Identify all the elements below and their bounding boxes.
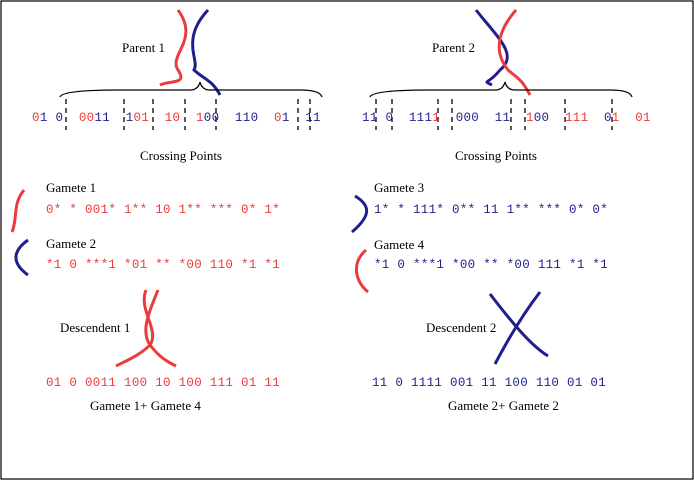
gamete-1-bits: 0* * 001* 1** 10 1** *** 0* 1* — [46, 203, 280, 217]
gamete-1-label: Gamete 1 — [46, 180, 96, 195]
parent-1-group: Parent 1 01 0 0011 101 10 100 110 01 11 — [32, 8, 323, 130]
descendent-2-blue-chromosome-2 — [493, 291, 542, 365]
parent-1-blue-chromosome — [191, 8, 222, 96]
parent-2-brace — [369, 81, 633, 98]
descendent-2-group: Descendent 2 11 0 1111 001 11 100 110 01… — [372, 291, 606, 413]
descendent-2-blue-chromosome — [488, 293, 549, 358]
gamete-2-label: Gamete 2 — [46, 236, 96, 251]
gamete-3-bits: 1* * 111* 0** 11 1** *** 0* 0* — [374, 203, 608, 217]
gamete-4-chromosome — [355, 248, 370, 294]
descendent-1-group: Descendent 1 01 0 0011 100 10 100 111 01… — [46, 289, 280, 413]
parent-2-blue-chromosome — [474, 9, 509, 87]
descendent-1-caption: Gamete 1+ Gamete 4 — [90, 398, 201, 413]
parent-1-red-chromosome — [159, 9, 188, 87]
gamete-1-chromosome — [10, 189, 26, 233]
parent-2-label: Parent 2 — [432, 40, 475, 55]
descendent-2-caption: Gamete 2+ Gamete 2 — [448, 398, 559, 413]
gamete-2-chromosome — [14, 238, 29, 277]
gamete-2-bits: *1 0 ***1 *01 ** *00 110 *1 *1 — [46, 258, 280, 272]
parent-2-bits: 11 0 1111 000 11 100 111 01 01 — [362, 111, 651, 125]
gamete-3-group: Gamete 3 1* * 111* 0** 11 1** *** 0* 0* — [351, 180, 608, 234]
gamete-3-label: Gamete 3 — [374, 180, 424, 195]
descendent-2-bits: 11 0 1111 001 11 100 110 01 01 — [372, 376, 606, 390]
gamete-2-group: Gamete 2 *1 0 ***1 *01 ** *00 110 *1 *1 — [14, 236, 280, 277]
gamete-4-label: Gamete 4 — [374, 237, 425, 252]
gamete-4-bits: *1 0 ***1 *00 ** *00 111 *1 *1 — [374, 258, 608, 272]
descendent-2-label: Descendent 2 — [426, 320, 496, 335]
parent-1-label: Parent 1 — [122, 40, 165, 55]
parent-1-bits: 01 0 0011 101 10 100 110 01 11 — [32, 111, 321, 125]
gamete-1-group: Gamete 1 0* * 001* 1** 10 1** *** 0* 1* — [10, 180, 280, 233]
descendent-1-red-chromosome-2 — [144, 289, 177, 368]
gamete-4-group: Gamete 4 *1 0 ***1 *00 ** *00 111 *1 *1 — [355, 237, 608, 294]
crossing-points-label-1: Crossing Points — [140, 148, 222, 163]
parent-1-brace — [59, 81, 323, 98]
parent-2-red-chromosome — [497, 9, 532, 96]
gamete-3-chromosome — [351, 194, 369, 234]
crossing-points-label-2: Crossing Points — [455, 148, 537, 163]
parent-2-group: Parent 2 11 0 1111 000 11 100 111 01 01 — [362, 9, 651, 130]
descendent-1-bits: 01 0 0011 100 10 100 111 01 11 — [46, 376, 280, 390]
descendent-1-label: Descendent 1 — [60, 320, 130, 335]
